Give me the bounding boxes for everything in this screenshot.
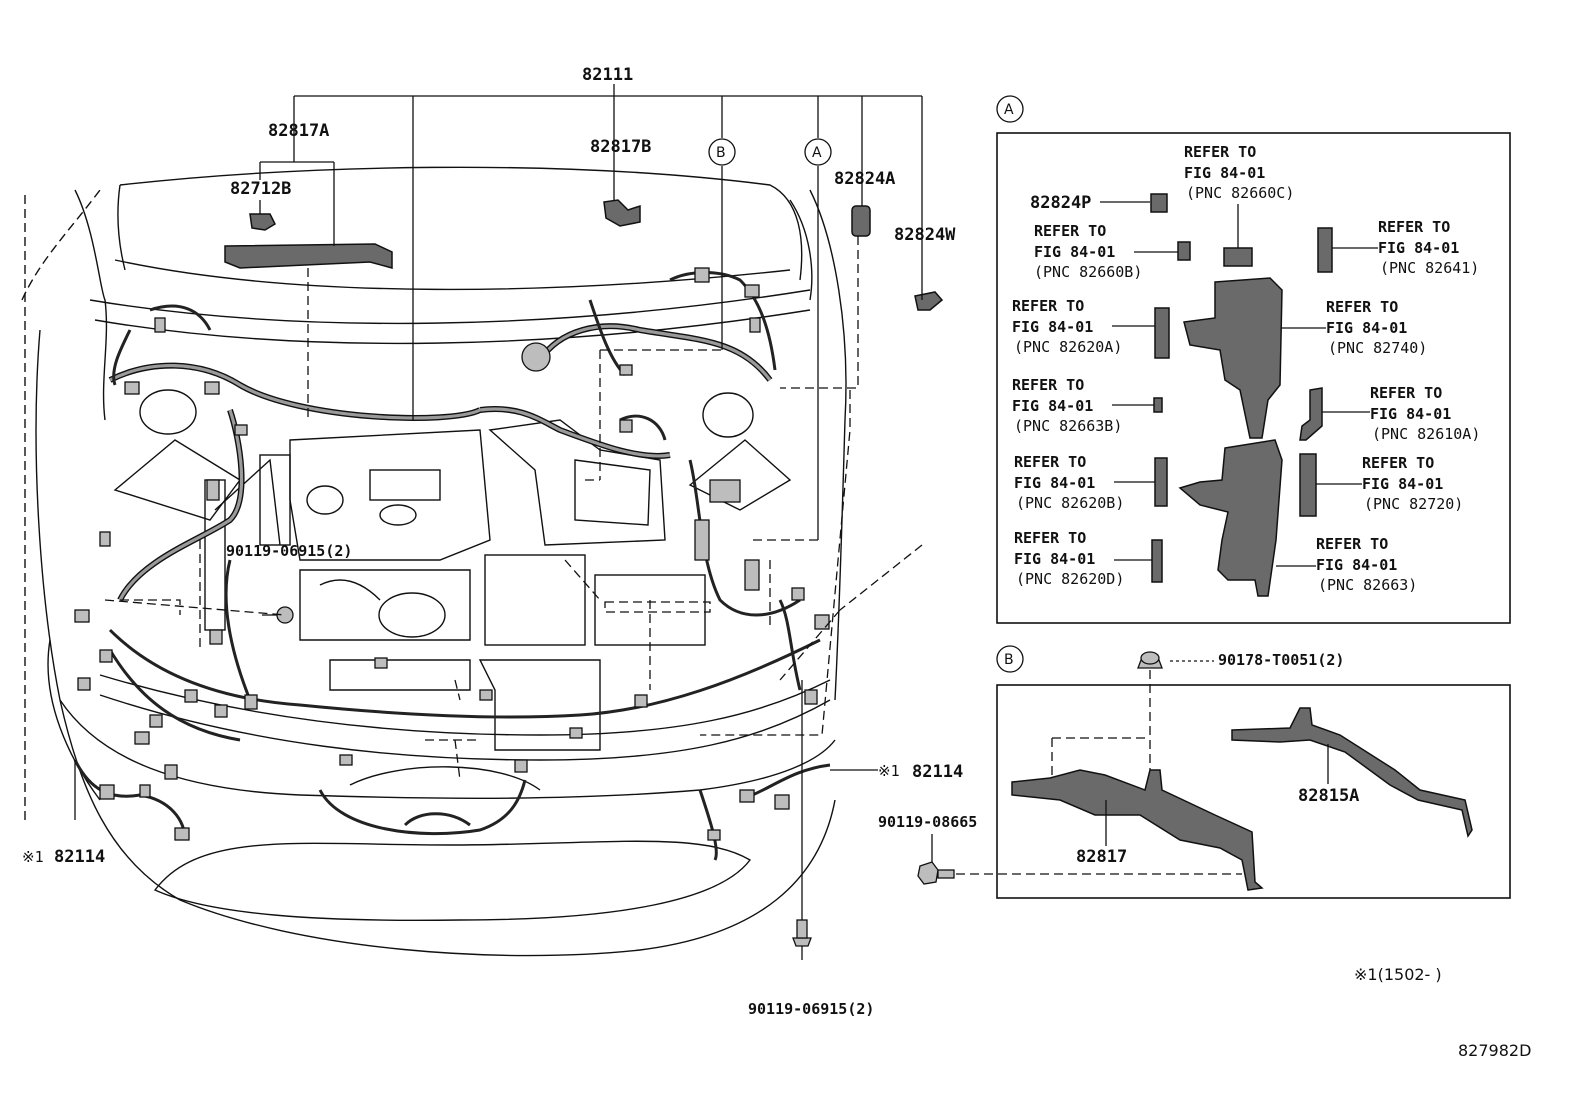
callout-82740-l2: FIG 84-01 (1326, 319, 1407, 337)
callout-82720-l1: REFER TO (1362, 454, 1434, 472)
callout-circle-a: A (804, 138, 832, 166)
callout-82620B-l2: FIG 84-01 (1014, 474, 1095, 492)
callout-82620B-l1: REFER TO (1014, 453, 1086, 471)
callout-82660B-l1: REFER TO (1034, 222, 1106, 240)
connector-icons (74, 267, 830, 841)
label-82824A: 82824A (834, 169, 895, 189)
callout-82620D-l1: REFER TO (1014, 529, 1086, 547)
callout-82660B-l3: (PNC 82660B) (1034, 263, 1142, 281)
figure-id: 827982D (1458, 1041, 1531, 1060)
note-mark-right: ※1 (878, 762, 900, 780)
callout-82610A-l2: FIG 84-01 (1370, 405, 1451, 423)
callout-82641-l1: REFER TO (1378, 218, 1450, 236)
label-bolt-90119-08665: 90119-08665 (878, 813, 977, 831)
part-82824W-shape (914, 291, 944, 311)
callout-82720-l2: FIG 84-01 (1362, 475, 1443, 493)
callout-82660C-l2: FIG 84-01 (1184, 164, 1265, 182)
note-mark-left: ※1 (22, 848, 44, 866)
callout-82740-l3: (PNC 82740) (1328, 339, 1427, 357)
bolt-icon (792, 919, 812, 960)
callout-82620D-l3: (PNC 82620D) (1016, 570, 1124, 588)
callout-82641-l3: (PNC 82641) (1380, 259, 1479, 277)
label-bolt-bottom: 90119-06915(2) (748, 1000, 874, 1018)
label-82824W: 82824W (894, 225, 956, 245)
callout-circle-b: B (708, 138, 736, 166)
dashed-guides (104, 236, 923, 781)
label-bolt-left: 90119-06915(2) (226, 542, 352, 560)
callout-82620A-l3: (PNC 82620A) (1014, 338, 1122, 356)
callout-82663-l2: FIG 84-01 (1316, 556, 1397, 574)
callout-82641-l2: FIG 84-01 (1378, 239, 1459, 257)
callout-82660C-l1: REFER TO (1184, 143, 1256, 161)
label-82824P: 82824P (1030, 193, 1091, 213)
label-82817A: 82817A (268, 121, 329, 141)
part-82817B-shape (603, 199, 641, 227)
callout-82720-l3: (PNC 82720) (1364, 495, 1463, 513)
panel-b-letter: B (1004, 652, 1014, 668)
vehicle-body-outline (21, 166, 847, 957)
panel-a-letter: A (1004, 102, 1014, 118)
callout-82620A-l2: FIG 84-01 (1012, 318, 1093, 336)
callout-82740-l1: REFER TO (1326, 298, 1398, 316)
callout-82620A-l1: REFER TO (1012, 297, 1084, 315)
callout-82610A-l1: REFER TO (1370, 384, 1442, 402)
callout-82663-l3: (PNC 82663) (1318, 576, 1417, 594)
circle-b-letter: B (716, 145, 726, 161)
callout-82663B-l2: FIG 84-01 (1012, 397, 1093, 415)
callout-82620D-l2: FIG 84-01 (1014, 550, 1095, 568)
part-82712B-shape (249, 213, 276, 231)
callout-82660B-l2: FIG 84-01 (1034, 243, 1115, 261)
leader-lines (74, 84, 923, 930)
label-clip-90178: 90178-T0051(2) (1218, 651, 1344, 669)
callout-82663B-l1: REFER TO (1012, 376, 1084, 394)
main-wire-harness (73, 271, 831, 861)
detail-panel-a: A 82824P REFER TO FIG 84-01 (PNC 82660C)… (996, 95, 1511, 624)
label-82817: 82817 (1076, 847, 1127, 867)
footnote-range: ※1(1502- ) (1354, 965, 1442, 984)
part-82824A-shape (851, 205, 871, 237)
circle-a-letter: A (812, 145, 822, 161)
callout-82660C-l3: (PNC 82660C) (1186, 184, 1294, 202)
callout-82663B-l3: (PNC 82663B) (1014, 417, 1122, 435)
detail-panel-b: B 90178-T0051(2) 82817 82815A 90119-0866… (878, 645, 1511, 899)
label-82815A: 82815A (1298, 786, 1359, 806)
callout-82610A-l3: (PNC 82610A) (1372, 425, 1480, 443)
label-82111: 82111 (582, 65, 633, 85)
callout-82663-l1: REFER TO (1316, 535, 1388, 553)
callout-82620B-l3: (PNC 82620B) (1016, 494, 1124, 512)
engine-components (99, 389, 831, 761)
label-82712B: 82712B (230, 179, 291, 199)
part-82817A-shape (224, 243, 393, 269)
label-82817B: 82817B (590, 137, 651, 157)
label-82114-left: 82114 (54, 847, 105, 867)
label-82114-right: 82114 (912, 762, 963, 782)
